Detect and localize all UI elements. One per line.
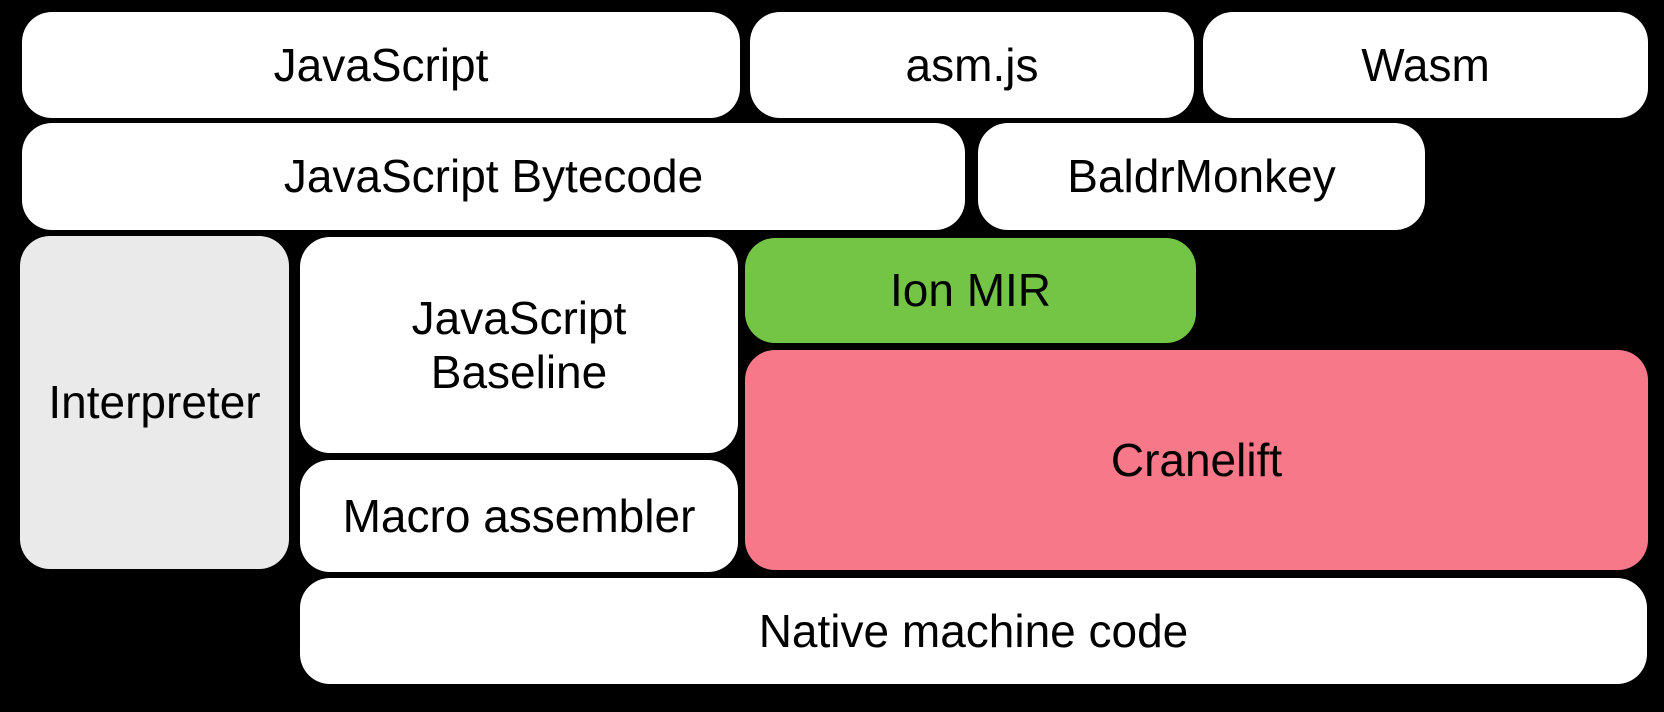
node-interpreter: Interpreter <box>20 236 289 569</box>
node-ion-mir-label: Ion MIR <box>889 264 1052 317</box>
node-javascript: JavaScript <box>22 12 740 118</box>
node-ion-mir: Ion MIR <box>745 238 1196 343</box>
node-wasm-label: Wasm <box>1361 38 1490 91</box>
node-native-machine-code-label: Native machine code <box>758 604 1189 657</box>
node-javascript-bytecode: JavaScript Bytecode <box>22 123 965 230</box>
node-native-machine-code: Native machine code <box>300 578 1647 684</box>
node-cranelift: Cranelift <box>745 350 1648 570</box>
node-interpreter-label: Interpreter <box>48 376 261 429</box>
node-macro-assembler-label: Macro assembler <box>342 489 696 542</box>
node-baldrmonkey: BaldrMonkey <box>978 123 1425 230</box>
node-javascript-baseline-label: JavaScript Baseline <box>411 291 627 398</box>
node-asmjs-label: asm.js <box>905 38 1039 91</box>
node-cranelift-label: Cranelift <box>1110 433 1283 486</box>
node-asmjs: asm.js <box>750 12 1194 118</box>
node-javascript-bytecode-label: JavaScript Bytecode <box>283 150 704 203</box>
node-macro-assembler: Macro assembler <box>300 460 738 572</box>
node-javascript-baseline: JavaScript Baseline <box>300 237 738 453</box>
node-baldrmonkey-label: BaldrMonkey <box>1067 150 1336 203</box>
node-wasm: Wasm <box>1203 12 1648 118</box>
node-javascript-label: JavaScript <box>273 38 489 91</box>
